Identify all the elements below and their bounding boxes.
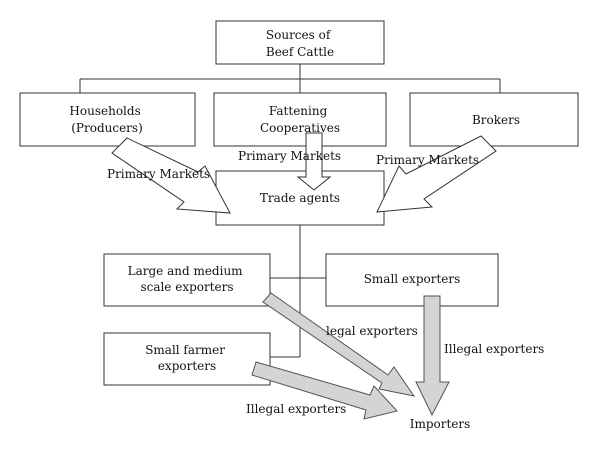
arrow-brokers-to-trade [376,135,497,213]
illegal-exporters-right-label: Illegal exporters [444,342,544,356]
arrow-fattening-to-trade [296,132,332,191]
small-farmer-label-line1: Small farmer [145,343,225,357]
small-farmer-label-line2: exporters [158,359,216,373]
sources-label-line2: Beef Cattle [266,45,334,59]
small-farmer-box [103,332,271,386]
households-box [19,92,196,147]
large-medium-label-line2: scale exporters [140,280,233,294]
legal-exporters-label: legal exporters [326,324,418,338]
households-label-line2: (Producers) [71,121,143,135]
arrow-small-farmer-to-importers [251,361,398,420]
illegal-exporters-bottom-label: Illegal exporters [246,402,346,416]
importers-label: Importers [410,417,471,431]
sources-box [215,20,385,65]
sources-label-line1: Sources of [266,28,332,42]
primary-markets-right-label: Primary Markets [376,153,479,167]
households-label: Households (Producers) [69,104,144,135]
primary-markets-center-label: Primary Markets [238,149,341,163]
primary-markets-left-label: Primary Markets [107,167,210,181]
arrow-small-exporters-to-importers [415,295,450,417]
arrow-large-medium-to-importers [262,292,416,397]
households-label-line1: Households [69,104,140,118]
brokers-box [409,92,579,147]
fattening-label: Fattening Cooperatives [260,104,340,135]
trade-agents-label: Trade agents [260,191,340,205]
fattening-label-line1: Fattening [269,104,328,118]
small-exporters-label: Small exporters [364,272,461,286]
small-exporters-box [325,253,499,307]
large-medium-box [103,253,271,307]
sources-label: Sources of Beef Cattle [266,28,334,59]
fattening-box [213,92,387,147]
connectors [79,64,501,358]
large-medium-label: Large and medium scale exporters [128,264,247,294]
arrow-households-to-trade [111,137,231,214]
small-farmer-label: Small farmer exporters [145,343,229,373]
fattening-label-line2: Cooperatives [260,121,340,135]
large-medium-label-line1: Large and medium [128,264,244,278]
brokers-label: Brokers [472,113,520,127]
